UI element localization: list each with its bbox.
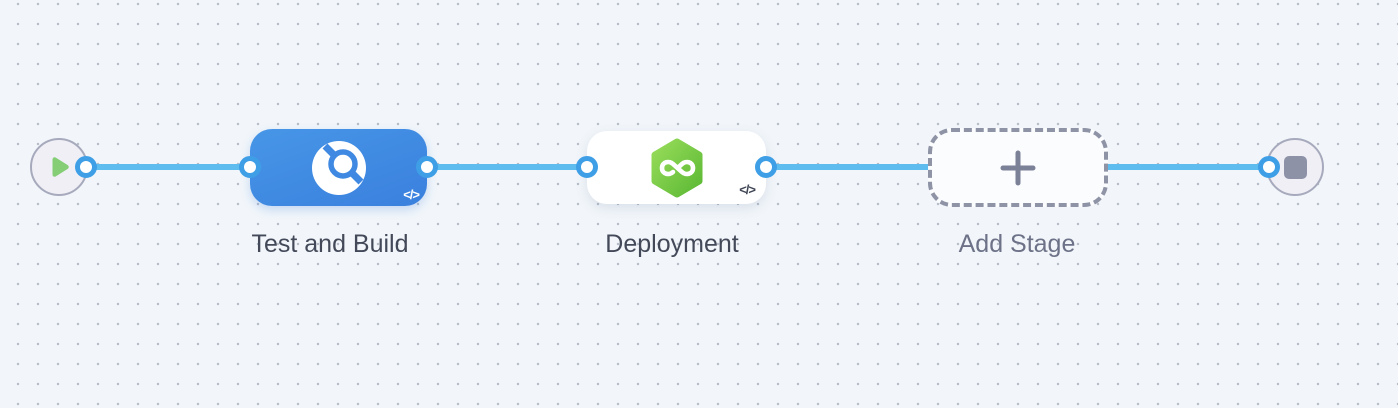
pipeline-end-node[interactable] [1266, 138, 1324, 196]
stop-icon [1283, 155, 1307, 179]
scan-icon [310, 139, 368, 197]
port-start-out[interactable] [75, 156, 97, 178]
add-stage-button[interactable] [928, 128, 1108, 207]
code-badge: </> [739, 182, 756, 197]
stage-test-and-build[interactable]: </> [250, 129, 427, 206]
stage-label-deployment: Deployment [605, 230, 739, 258]
infinity-hexagon-icon [649, 138, 705, 198]
play-icon [46, 154, 72, 180]
stage-label-test-and-build: Test and Build [251, 230, 409, 258]
stage-label-add-stage: Add Stage [958, 230, 1076, 258]
port-test-and-build-in[interactable] [239, 156, 261, 178]
code-badge: </> [403, 187, 420, 202]
pipeline-start-node[interactable] [30, 138, 88, 196]
plus-icon [999, 149, 1037, 187]
port-deployment-out[interactable] [755, 156, 777, 178]
port-end-in[interactable] [1258, 156, 1280, 178]
port-deployment-in[interactable] [576, 156, 598, 178]
stage-deployment[interactable]: </> [587, 131, 766, 204]
port-test-and-build-out[interactable] [416, 156, 438, 178]
